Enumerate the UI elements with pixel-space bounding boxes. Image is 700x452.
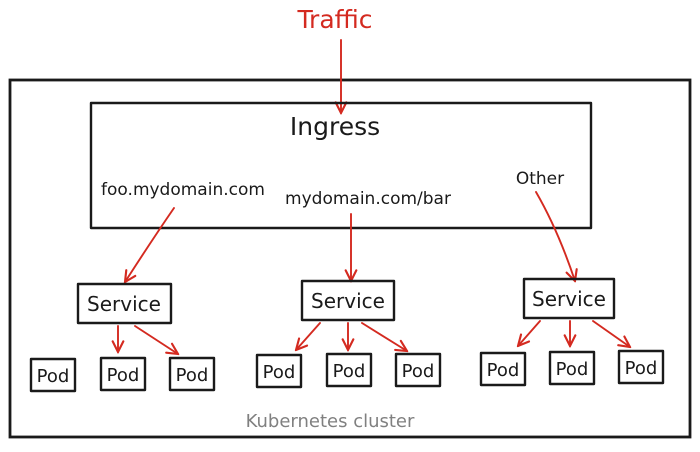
pod-label: Pod bbox=[333, 361, 366, 382]
route-arrow-foo bbox=[125, 207, 175, 282]
pod-box bbox=[479, 351, 527, 387]
service-label-2: Service bbox=[311, 289, 385, 313]
pod-label: Pod bbox=[625, 358, 658, 379]
pod-box bbox=[325, 352, 373, 388]
pod-label: Pod bbox=[263, 362, 296, 383]
traffic-label: Traffic bbox=[296, 5, 372, 34]
pod-box bbox=[394, 352, 442, 388]
pod-label: Pod bbox=[402, 361, 435, 382]
service-box-2 bbox=[300, 279, 396, 322]
pod-box bbox=[617, 349, 665, 385]
pod-box bbox=[29, 357, 77, 393]
route-label-other: Other bbox=[516, 169, 564, 189]
pod-box bbox=[99, 356, 147, 392]
pod-box bbox=[168, 356, 216, 392]
pod-label: Pod bbox=[176, 365, 209, 386]
pod-arrow-1-2 bbox=[134, 325, 178, 354]
pod-label: Pod bbox=[107, 365, 140, 386]
ingress-title: Ingress bbox=[290, 112, 380, 141]
route-arrow-other bbox=[535, 191, 575, 281]
service-box-3 bbox=[522, 277, 616, 320]
pod-arrow-3-3 bbox=[592, 320, 630, 347]
kubernetes-cluster-boundary bbox=[8, 78, 692, 439]
pod-arrow-3-1 bbox=[518, 320, 541, 346]
pod-box bbox=[548, 350, 596, 386]
pod-box bbox=[255, 353, 303, 389]
route-label-mydomain-bar: mydomain.com/bar bbox=[285, 189, 451, 209]
route-label-foo-mydomain: foo.mydomain.com bbox=[101, 180, 265, 200]
pod-arrow-2-1 bbox=[296, 322, 321, 350]
cluster-label: Kubernetes cluster bbox=[246, 411, 415, 432]
service-label-1: Service bbox=[87, 292, 161, 316]
ingress-box bbox=[89, 101, 593, 230]
service-label-3: Service bbox=[532, 287, 606, 311]
pod-label: Pod bbox=[37, 366, 70, 387]
pod-label: Pod bbox=[556, 359, 589, 380]
service-box-1 bbox=[76, 282, 173, 325]
pod-label: Pod bbox=[487, 360, 520, 381]
pod-arrow-2-3 bbox=[361, 322, 407, 351]
